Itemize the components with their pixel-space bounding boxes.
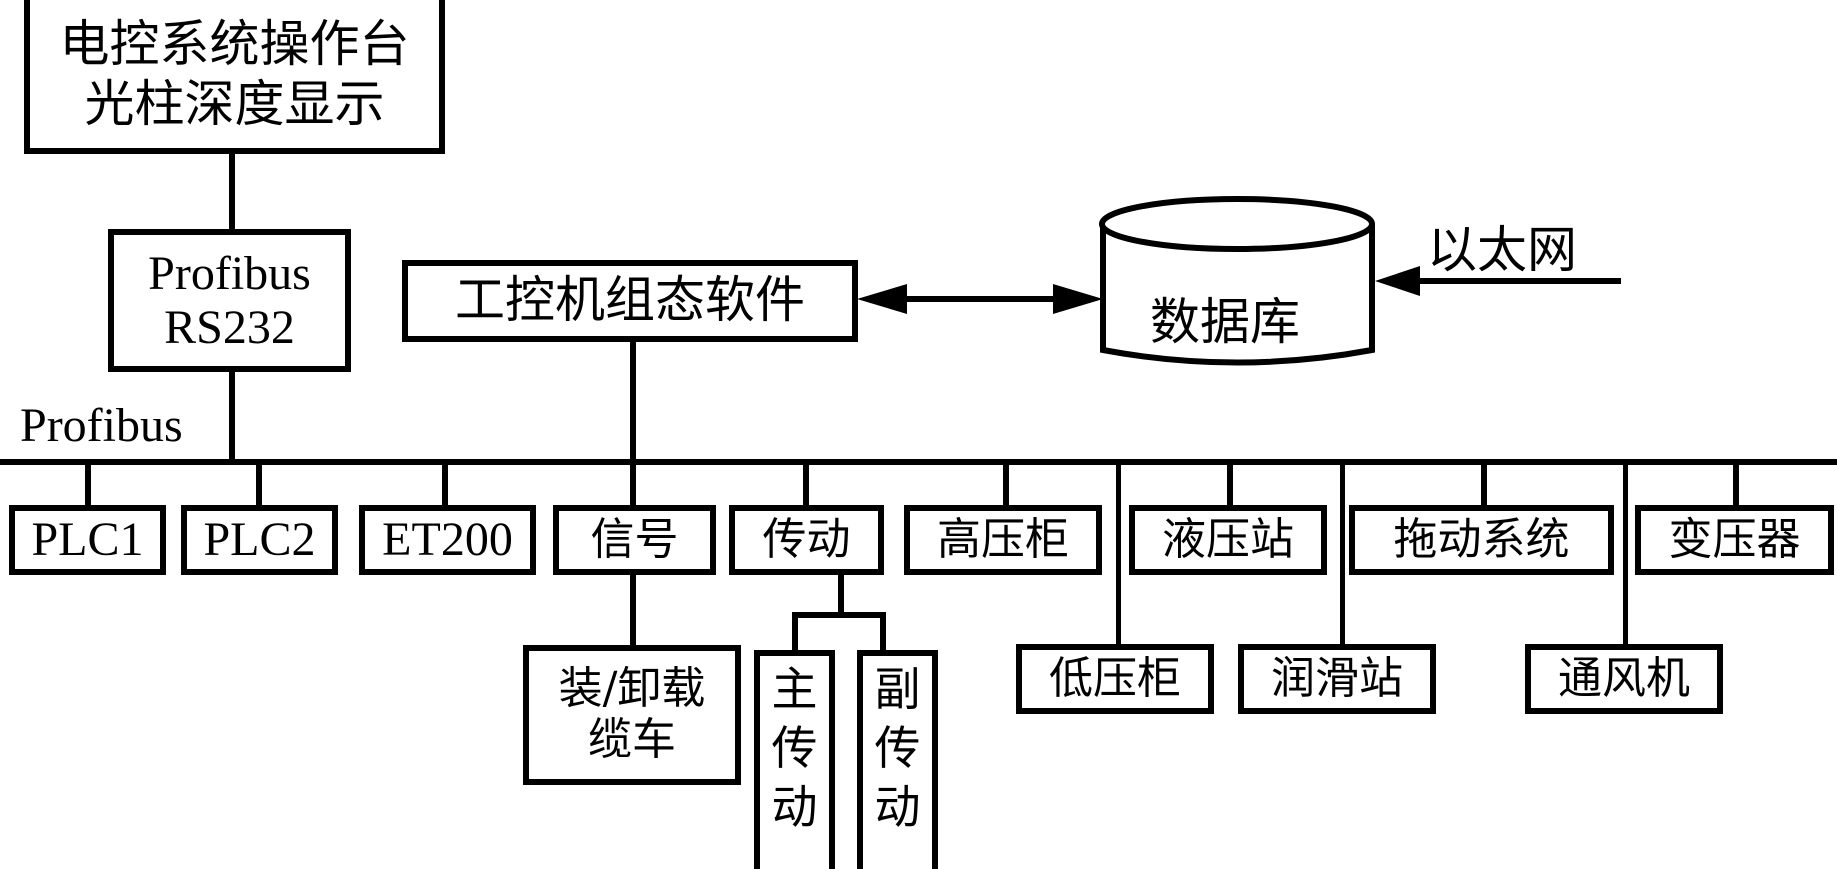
aux-drive-char-3: 动 xyxy=(874,779,921,834)
aux-drive-char-2: 传 xyxy=(874,720,921,775)
drop-et200 xyxy=(442,462,448,508)
profibus-main-bus xyxy=(0,459,1837,465)
signal-to-cablecar-line xyxy=(630,572,636,648)
drop-lv-cabinet xyxy=(1116,462,1121,647)
ipc-to-bus-line xyxy=(630,339,636,463)
ipc-software-box: 工控机组态软件 xyxy=(402,260,858,342)
console-line-2: 光柱深度显示 xyxy=(84,75,385,133)
node-et200: ET200 xyxy=(359,505,536,575)
arrowhead-right-icon xyxy=(1053,284,1103,314)
node-hydraulic-station-label: 液压站 xyxy=(1162,513,1294,565)
node-signal-label: 信号 xyxy=(590,513,679,565)
ipc-software-label: 工控机组态软件 xyxy=(455,271,805,330)
node-aux-drive: 副 传 动 xyxy=(857,650,938,869)
node-signal: 信号 xyxy=(553,505,716,575)
node-drive-label: 传动 xyxy=(762,513,851,565)
drop-plc2 xyxy=(256,462,262,508)
drop-traction xyxy=(1481,462,1487,508)
node-traction-system: 拖动系统 xyxy=(1349,505,1614,575)
node-hv-cabinet-label: 高压柜 xyxy=(937,513,1069,565)
gateway-line-1: Profibus xyxy=(148,246,311,300)
node-transformer-label: 变压器 xyxy=(1668,513,1801,565)
drop-ventilator xyxy=(1623,462,1628,647)
node-plc2-label: PLC2 xyxy=(203,513,316,567)
node-drive: 传动 xyxy=(729,505,884,575)
cable-car-line-2: 缆车 xyxy=(588,714,676,765)
database-cylinder-top xyxy=(1099,196,1375,252)
node-ventilator-label: 通风机 xyxy=(1558,652,1690,704)
node-lubrication-station: 润滑站 xyxy=(1238,644,1436,714)
gateway-line-2: RS232 xyxy=(164,300,295,354)
node-lv-cabinet: 低压柜 xyxy=(1016,644,1214,714)
cable-car-line-1: 装/卸载 xyxy=(558,663,706,715)
database-label: 数据库 xyxy=(1150,293,1300,351)
main-drive-char-3: 动 xyxy=(771,779,818,834)
console-box: 电控系统操作台 光柱深度显示 xyxy=(24,0,445,154)
node-traction-system-label: 拖动系统 xyxy=(1393,513,1570,565)
drop-hv-cabinet xyxy=(1003,462,1009,508)
node-plc1: PLC1 xyxy=(9,505,166,575)
node-et200-label: ET200 xyxy=(382,513,513,567)
drop-transformer xyxy=(1733,462,1739,508)
drive-split-stem xyxy=(838,572,844,616)
node-lubrication-station-label: 润滑站 xyxy=(1271,652,1403,704)
aux-drive-char-1: 副 xyxy=(874,662,921,716)
drop-lubrication xyxy=(1340,462,1345,647)
arrowhead-left-icon xyxy=(857,284,907,314)
node-transformer: 变压器 xyxy=(1635,505,1834,575)
console-to-gateway-line xyxy=(229,150,235,232)
node-hydraulic-station: 液压站 xyxy=(1129,505,1327,575)
drive-split-right xyxy=(880,612,886,652)
node-main-drive: 主 传 动 xyxy=(754,650,835,869)
drop-hydraulic xyxy=(1227,462,1233,508)
node-plc1-label: PLC1 xyxy=(31,513,144,567)
main-drive-char-2: 传 xyxy=(771,720,818,775)
drop-plc1 xyxy=(85,462,91,508)
node-ventilator: 通风机 xyxy=(1525,644,1723,714)
database-cylinder-body xyxy=(1100,224,1375,366)
bus-label: Profibus xyxy=(20,399,183,452)
gateway-box: Profibus RS232 xyxy=(108,229,351,372)
main-drive-char-1: 主 xyxy=(771,662,818,716)
node-hv-cabinet: 高压柜 xyxy=(904,505,1102,575)
ethernet-arrowhead-icon xyxy=(1375,266,1420,296)
node-plc2: PLC2 xyxy=(181,505,338,575)
node-cable-car: 装/卸载 缆车 xyxy=(523,645,741,785)
console-line-1: 电控系统操作台 xyxy=(59,15,410,73)
drive-split-bar xyxy=(792,612,886,618)
ethernet-label: 以太网 xyxy=(1427,221,1577,279)
drop-drive xyxy=(803,462,809,508)
drop-signal xyxy=(630,462,636,508)
gateway-to-bus-line xyxy=(229,369,235,463)
drive-split-left xyxy=(792,612,798,652)
node-lv-cabinet-label: 低压柜 xyxy=(1049,652,1181,704)
